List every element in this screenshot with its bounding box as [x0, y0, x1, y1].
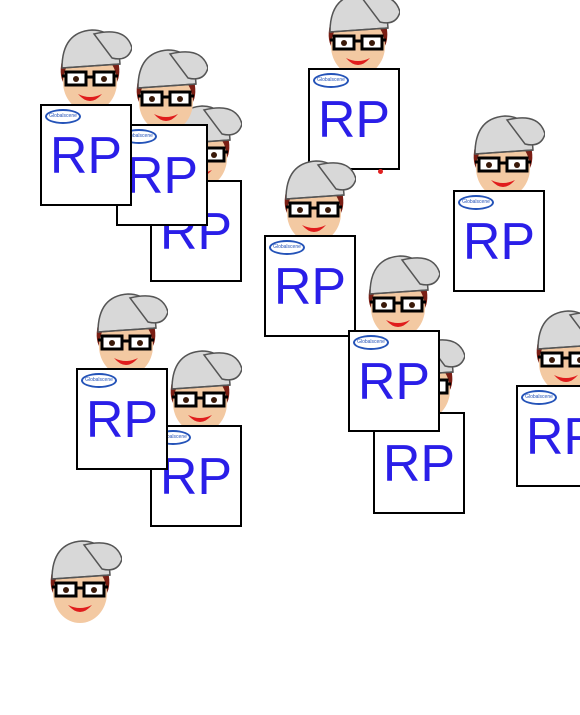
- sign-label: RP: [273, 258, 347, 316]
- oval-logo-icon: Globalscene: [313, 73, 349, 88]
- rp-sign: Globalscene RP: [76, 368, 168, 470]
- rp-sign: Globalscene RP: [516, 385, 580, 487]
- rp-sign: Globalscene RP: [308, 68, 400, 170]
- oval-logo-icon: Globalscene: [45, 109, 81, 124]
- person-with-cap-and-glasses-icon: [367, 254, 440, 340]
- rp-sign: Globalscene RP: [264, 235, 356, 337]
- sign-label: RP: [525, 408, 580, 466]
- sign-label: RP: [317, 91, 391, 149]
- rp-figure[interactable]: Globalscene RP: [264, 155, 364, 337]
- person-with-cap-and-glasses-icon: [327, 0, 400, 78]
- rp-figure[interactable]: Globalscene RP: [76, 288, 176, 470]
- oval-logo-icon: Globalscene: [521, 390, 557, 405]
- rp-sign: Globalscene RP: [348, 330, 440, 432]
- rp-sign: Globalscene RP: [116, 124, 208, 226]
- sign-label: RP: [85, 391, 159, 449]
- rp-figure[interactable]: Globalscene RP: [40, 24, 140, 206]
- oval-logo-icon: Globalscene: [81, 373, 117, 388]
- person-with-cap-and-glasses-icon: [59, 28, 132, 114]
- sign-label: RP: [357, 353, 431, 411]
- rp-figure[interactable]: Globalscene RP: [453, 110, 553, 292]
- rp-figure[interactable]: [30, 535, 130, 715]
- person-with-cap-and-glasses-icon: [95, 292, 168, 378]
- sign-label: RP: [49, 127, 123, 185]
- rp-figure[interactable]: Globalscene RP: [348, 250, 448, 432]
- oval-logo-icon: Globalscene: [353, 335, 389, 350]
- person-with-cap-and-glasses-icon: [535, 309, 580, 395]
- sign-label: RP: [382, 435, 456, 493]
- sign-label: RP: [462, 213, 536, 271]
- oval-logo-icon: Globalscene: [269, 240, 305, 255]
- rp-figure[interactable]: Globalscene RP: [516, 305, 580, 487]
- cursor-dot: [378, 169, 383, 174]
- sign-label: RP: [159, 448, 233, 506]
- rp-sign: Globalscene RP: [453, 190, 545, 292]
- person-with-cap-and-glasses-icon: [49, 539, 122, 625]
- rp-sign: Globalscene RP: [40, 104, 132, 206]
- rp-figure[interactable]: Globalscene RP: [308, 0, 408, 170]
- rp-figure[interactable]: Globalscene RP: [116, 44, 216, 226]
- person-with-cap-and-glasses-icon: [283, 159, 356, 245]
- oval-logo-icon: Globalscene: [458, 195, 494, 210]
- person-with-cap-and-glasses-icon: [472, 114, 545, 200]
- sign-label: RP: [125, 147, 199, 205]
